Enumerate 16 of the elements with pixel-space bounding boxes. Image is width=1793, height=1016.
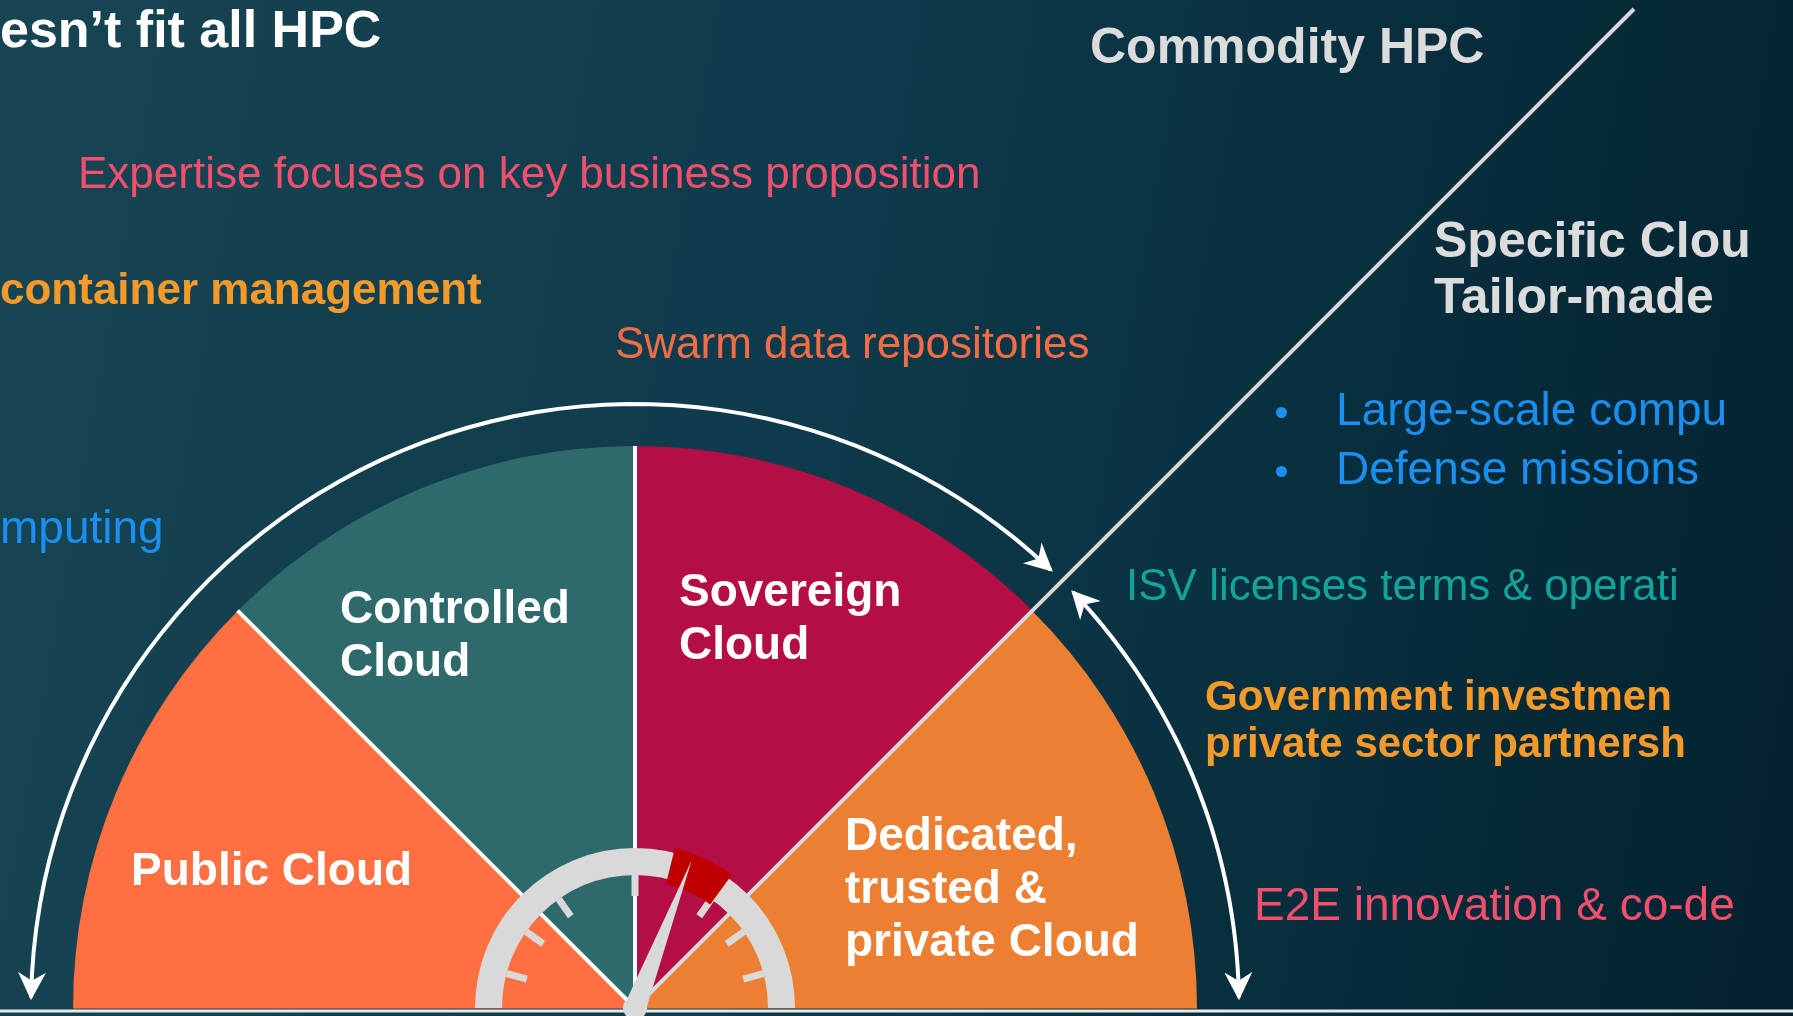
heading: Commodity HPC	[1090, 18, 1485, 74]
sector-label: Public Cloud	[131, 843, 414, 896]
sector-label: Controlled Cloud	[340, 581, 571, 687]
note-text: Government investmen private sector partnersh	[1205, 672, 1687, 767]
slide-title: esn’t fit all HPC	[0, 0, 382, 59]
heading: Specific Clou Tailor-made	[1434, 212, 1752, 324]
note-text: Expertise focuses on key business proposition	[78, 148, 981, 198]
sector-label: Dedicated, trusted & private Cloud	[845, 808, 1140, 967]
bullet-item: Large-scale compu	[1336, 384, 1728, 436]
bullet-item: Defense missions	[1336, 443, 1700, 495]
note-text: ISV licenses terms & operati	[1126, 560, 1679, 610]
note-text: mputing	[0, 502, 164, 554]
sector-label: Sovereign Cloud	[679, 564, 903, 670]
note-text: container management	[0, 264, 482, 314]
note-text: Swarm data repositories	[615, 318, 1090, 368]
note-text: E2E innovation & co-de	[1254, 879, 1735, 931]
